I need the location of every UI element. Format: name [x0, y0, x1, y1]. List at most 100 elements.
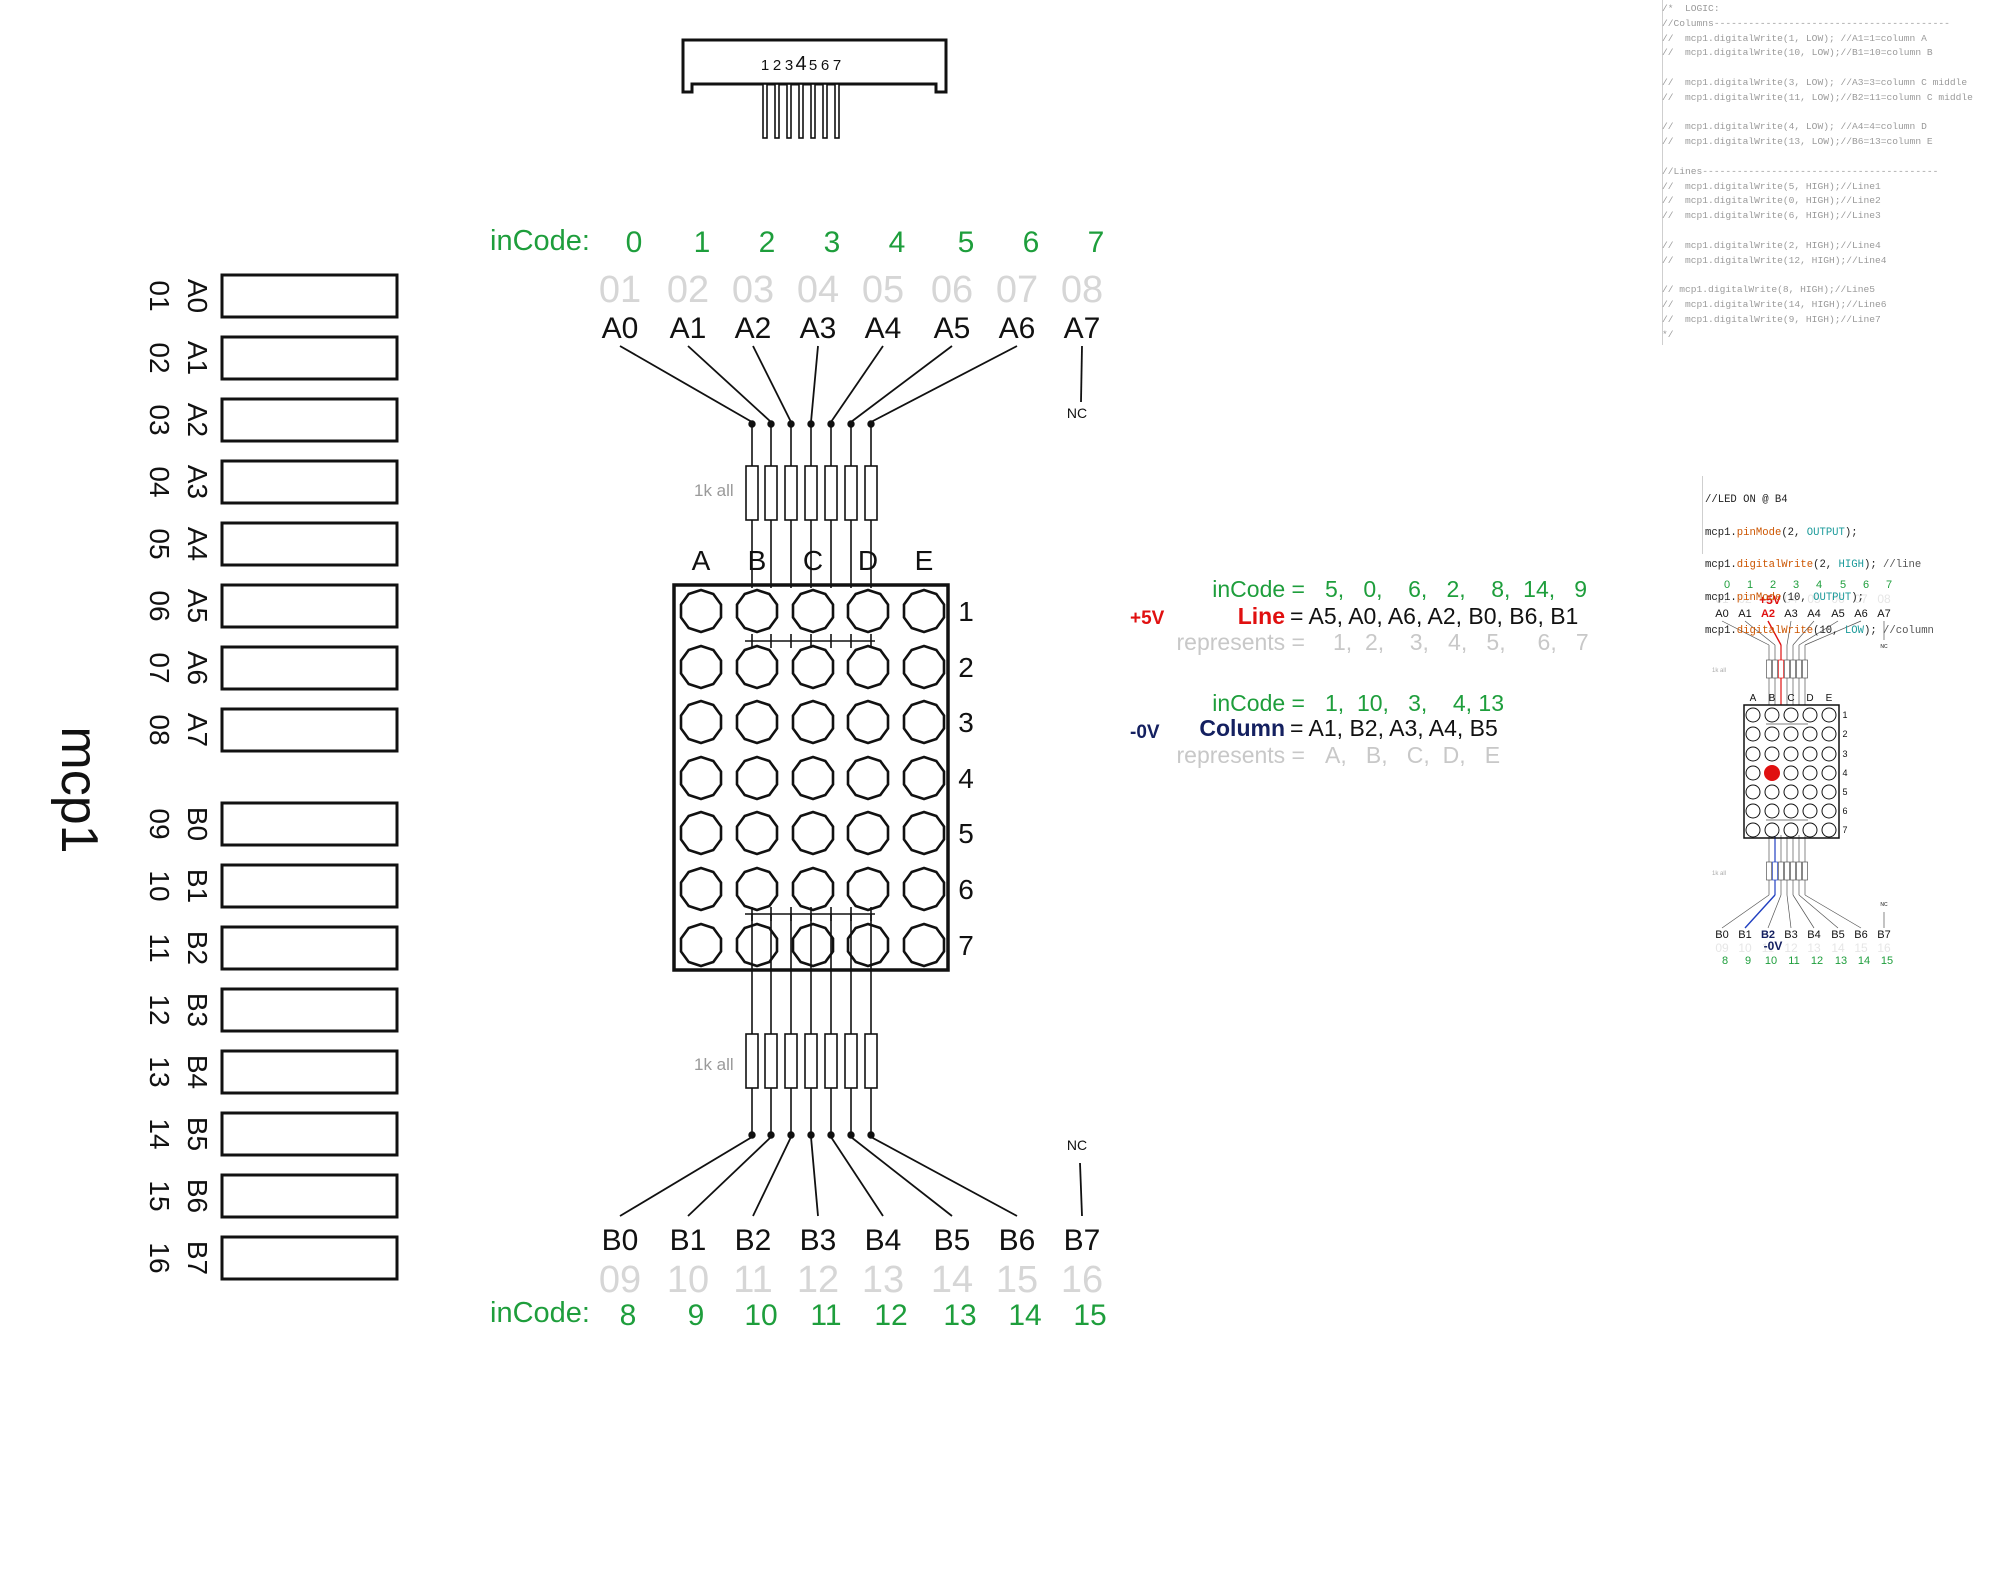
mini-led: [1745, 707, 1761, 723]
mini-led: [1821, 765, 1837, 781]
matrix-led: [679, 644, 723, 690]
led-code-line-2: mcp1.digitalWrite(2, HIGH); //line: [1705, 559, 1922, 572]
matrix-row-label: 3: [958, 707, 974, 738]
mini-top-pin-number: 06: [1831, 592, 1845, 606]
top-fan-wire: [810, 345, 819, 423]
logic-code-line: // mcp1.digitalWrite(8, HIGH);//Line5: [1662, 284, 1876, 296]
bottom-incode: 15: [1073, 1299, 1106, 1332]
bottom-incode: 13: [943, 1299, 976, 1332]
chip-pin-name: B1: [182, 869, 213, 903]
top-pin-number: 02: [667, 269, 709, 311]
matrix-led: [846, 810, 890, 856]
matrix-led: [902, 588, 946, 634]
chip-pin-box: [220, 273, 399, 319]
mini-led: [1764, 726, 1780, 742]
top-fan-wire: [850, 345, 953, 423]
bottom-pin-number: 11: [733, 1259, 772, 1301]
mini-top-pin-number: 03: [1761, 592, 1775, 606]
matrix-column-label: C: [803, 545, 823, 576]
top-pin-number: 05: [862, 269, 904, 311]
mini-top-pin-number: 05: [1807, 592, 1821, 606]
chip-pin-name: B7: [182, 1241, 213, 1275]
column-label: Column: [1199, 715, 1285, 741]
mini-wire: [1792, 620, 1815, 646]
top-pin-number: 08: [1061, 269, 1103, 311]
bottom-junction: [767, 1131, 775, 1139]
mini-bottom-incode: 14: [1858, 955, 1870, 967]
bottom-incode: 11: [810, 1299, 841, 1332]
top-incode-label: inCode:: [490, 225, 590, 257]
chip-pin-box: [220, 1235, 399, 1281]
bottom-nc-label: NC: [1067, 1137, 1087, 1153]
mini-nc-label: NC: [1880, 644, 1888, 650]
mini-wire: [1721, 620, 1770, 646]
matrix-column-label: A: [692, 545, 711, 576]
matrix-led: [791, 922, 835, 968]
top-pin-number: 06: [931, 269, 973, 311]
matrix-led: [735, 644, 779, 690]
mini-led: [1802, 726, 1818, 742]
mini-wire: [1804, 620, 1862, 646]
mini-led: [1821, 803, 1837, 819]
mini-bottom-incode: 10: [1765, 955, 1777, 967]
mini-led: [1764, 822, 1780, 838]
mini-bottom-pin-number: 16: [1877, 941, 1891, 955]
top-pin-name: A4: [865, 312, 902, 345]
mini-row-label: 1: [1842, 710, 1847, 720]
chip-pin-name: A6: [182, 651, 213, 685]
bottom-pin-number: 14: [931, 1259, 973, 1301]
matrix-led: [791, 810, 835, 856]
mini-top-incode: 2: [1770, 579, 1776, 591]
connector-pin-label: 6: [821, 57, 829, 74]
matrix-led: [735, 810, 779, 856]
chip-pin-number: 03: [144, 404, 175, 435]
top-wires: [619, 345, 1083, 428]
chip-pin-number: 07: [144, 652, 175, 683]
mini-led: [1821, 707, 1837, 723]
chip-pin-box: [220, 987, 399, 1033]
column-represents-label: represents =: [1177, 742, 1306, 768]
mini-resistor: [1790, 861, 1796, 881]
mini-top-incode: 1: [1747, 579, 1753, 591]
chip-title: mcp1: [50, 726, 108, 853]
logic-code-block: /* LOGIC://Columns----------------------…: [1662, 2, 1973, 342]
connector-pin: [834, 83, 840, 139]
led-code-comment: //LED ON @ B4: [1705, 494, 1788, 507]
mini-resistor: [1778, 861, 1784, 881]
chip-pin-box: [220, 925, 399, 971]
mini-led: [1764, 707, 1780, 723]
top-incode: 2: [759, 226, 776, 259]
mini-bottom-pin-name: B1: [1738, 929, 1751, 941]
mini-resistor-label: 1k all: [1712, 668, 1726, 674]
logic-code-line: [1662, 106, 1973, 121]
matrix-led: [791, 588, 835, 634]
mini-bottom-pin-name: B7: [1877, 929, 1890, 941]
mini-resistor: [1766, 659, 1772, 679]
mini-wire: [1767, 620, 1782, 646]
connector-pin-label: 5: [809, 57, 817, 74]
bottom-wires: [619, 1131, 1083, 1217]
mini-top-pin-name: A0: [1715, 608, 1728, 620]
top-pin-name: A6: [999, 312, 1036, 345]
chip-pin-box: [220, 1049, 399, 1095]
mini-row-label: 3: [1842, 749, 1847, 759]
chip-pin-number: 09: [144, 808, 175, 839]
bottom-pin-name: B7: [1064, 1224, 1101, 1257]
top-pin-name: A5: [934, 312, 971, 345]
mini-led: [1783, 765, 1799, 781]
matrix-column-label: E: [915, 545, 934, 576]
resistor: [784, 1033, 798, 1089]
chip-pin-number: 08: [144, 714, 175, 745]
bottom-incode: 9: [688, 1299, 705, 1332]
logic-code-line: //Lines---------------------------------…: [1662, 165, 1939, 177]
mini-row-label: 6: [1842, 806, 1847, 816]
matrix-led: [735, 922, 779, 968]
chip-pin-name: B4: [182, 1055, 213, 1089]
mini-wire: [1786, 894, 1792, 929]
mini-top-pin-name: A5: [1831, 608, 1844, 620]
matrix-led: [735, 588, 779, 634]
mini-led: [1783, 803, 1799, 819]
mini-led: [1802, 803, 1818, 819]
matrix-led: [902, 699, 946, 745]
